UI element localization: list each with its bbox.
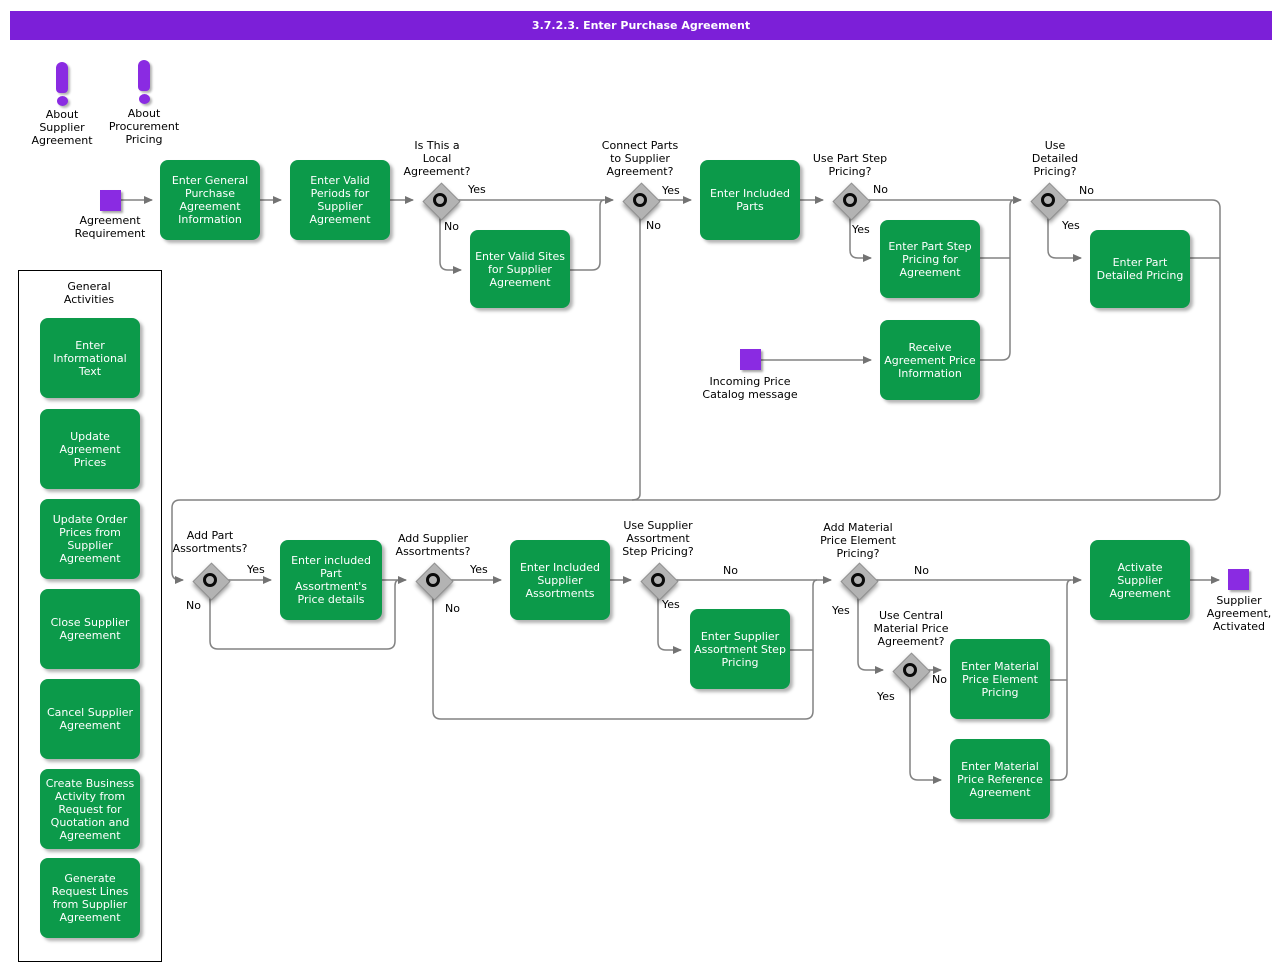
gateway-label: Use Central Material Price Agreement?: [873, 609, 949, 648]
page-title: 3.7.2.3. Enter Purchase Agreement: [10, 11, 1272, 40]
task-cancel-supplier-agreement[interactable]: Cancel Supplier Agreement: [40, 679, 140, 759]
gateway-add-supplier-assortments: [414, 561, 454, 601]
branch-yes: Yes: [470, 563, 488, 576]
event-supplier-agreement-activated-label: Supplier Agreement, Activated: [1206, 594, 1272, 633]
gateway-circle-icon: [426, 573, 440, 587]
branch-yes: Yes: [662, 184, 680, 197]
about-procurement-pricing-icon[interactable]: [136, 60, 152, 106]
branch-no: No: [646, 219, 661, 232]
gateway-label: Use Detailed Pricing?: [1031, 139, 1079, 178]
gateway-circle-icon: [633, 193, 647, 207]
about-supplier-agreement-icon[interactable]: [54, 62, 70, 108]
gateway-label: Add Supplier Assortments?: [395, 532, 471, 558]
gateway-circle-icon: [851, 573, 865, 587]
branch-yes: Yes: [247, 563, 265, 576]
branch-yes: Yes: [1062, 219, 1080, 232]
task-enter-included-parts[interactable]: Enter Included Parts: [700, 160, 800, 240]
gateway-is-this-a-local-agreement: [421, 181, 461, 221]
branch-no: No: [932, 673, 947, 686]
gateway-connect-parts-to-supplier-agreement: [621, 181, 661, 221]
gateway-label: Is This a Local Agreement?: [403, 139, 471, 178]
task-update-agreement-prices[interactable]: Update Agreement Prices: [40, 409, 140, 489]
branch-no: No: [445, 602, 460, 615]
gateway-label: Connect Parts to Supplier Agreement?: [601, 139, 679, 178]
task-enter-included-part-assortments-price-details[interactable]: Enter included Part Assortment's Price d…: [280, 540, 382, 620]
gateway-use-supplier-assortment-step-pricing: [639, 561, 679, 601]
gateway-use-detailed-pricing: [1029, 181, 1069, 221]
gateway-label: Add Part Assortments?: [172, 529, 248, 555]
gateway-use-part-step-pricing: [831, 181, 871, 221]
branch-yes: Yes: [877, 690, 895, 703]
task-enter-informational-text[interactable]: Enter Informational Text: [40, 318, 140, 398]
branch-yes: Yes: [832, 604, 850, 617]
task-enter-valid-sites-for-supplier-agreement[interactable]: Enter Valid Sites for Supplier Agreement: [470, 230, 570, 308]
task-enter-included-supplier-assortments[interactable]: Enter Included Supplier Assortments: [510, 540, 610, 620]
branch-yes: Yes: [468, 183, 486, 196]
gateway-circle-icon: [651, 573, 665, 587]
task-enter-general-purchase-agreement-information[interactable]: Enter General Purchase Agreement Informa…: [160, 160, 260, 240]
gateway-add-part-assortments: [191, 561, 231, 601]
branch-no: No: [873, 183, 888, 196]
branch-no: No: [186, 599, 201, 612]
branch-no: No: [723, 564, 738, 577]
task-enter-part-step-pricing-for-agreement[interactable]: Enter Part Step Pricing for Agreement: [880, 220, 980, 298]
gateway-circle-icon: [903, 663, 917, 677]
task-update-order-prices-from-supplier-agreement[interactable]: Update Order Prices from Supplier Agreem…: [40, 499, 140, 579]
task-enter-valid-periods-for-supplier-agreement[interactable]: Enter Valid Periods for Supplier Agreeme…: [290, 160, 390, 240]
task-enter-material-price-reference-agreement[interactable]: Enter Material Price Reference Agreement: [950, 739, 1050, 819]
gateway-circle-icon: [843, 193, 857, 207]
task-activate-supplier-agreement[interactable]: Activate Supplier Agreement: [1090, 540, 1190, 620]
about-procurement-pricing-label: About Procurement Pricing: [108, 107, 180, 146]
gateway-circle-icon: [203, 573, 217, 587]
branch-no: No: [444, 220, 459, 233]
gateway-use-central-material-price-agreement: [891, 651, 931, 691]
task-create-business-activity-from-rfq-and-agreement[interactable]: Create Business Activity from Request fo…: [40, 769, 140, 849]
task-close-supplier-agreement[interactable]: Close Supplier Agreement: [40, 589, 140, 669]
task-enter-material-price-element-pricing[interactable]: Enter Material Price Element Pricing: [950, 639, 1050, 719]
about-supplier-agreement-label: About Supplier Agreement: [31, 108, 93, 147]
gateway-label: Add Material Price Element Pricing?: [820, 521, 896, 560]
branch-no: No: [1079, 184, 1094, 197]
event-agreement-requirement-label: Agreement Requirement: [74, 214, 146, 240]
task-enter-supplier-assortment-step-pricing[interactable]: Enter Supplier Assortment Step Pricing: [690, 609, 790, 689]
task-enter-part-detailed-pricing[interactable]: Enter Part Detailed Pricing: [1090, 230, 1190, 308]
task-receive-agreement-price-information[interactable]: Receive Agreement Price Information: [880, 320, 980, 400]
general-activities-title: General Activities: [63, 280, 115, 306]
event-agreement-requirement[interactable]: [100, 190, 121, 211]
branch-no: No: [914, 564, 929, 577]
event-incoming-price-catalog-message-label: Incoming Price Catalog message: [702, 375, 798, 401]
gateway-circle-icon: [1041, 193, 1055, 207]
gateway-circle-icon: [433, 193, 447, 207]
branch-yes: Yes: [662, 598, 680, 611]
gateway-add-material-price-element-pricing: [839, 561, 879, 601]
task-generate-request-lines-from-supplier-agreement[interactable]: Generate Request Lines from Supplier Agr…: [40, 858, 140, 938]
gateway-label: Use Part Step Pricing?: [812, 152, 888, 178]
event-incoming-price-catalog-message[interactable]: [740, 349, 761, 370]
event-supplier-agreement-activated[interactable]: [1228, 569, 1249, 590]
gateway-label: Use Supplier Assortment Step Pricing?: [622, 519, 694, 558]
branch-yes: Yes: [852, 223, 870, 236]
